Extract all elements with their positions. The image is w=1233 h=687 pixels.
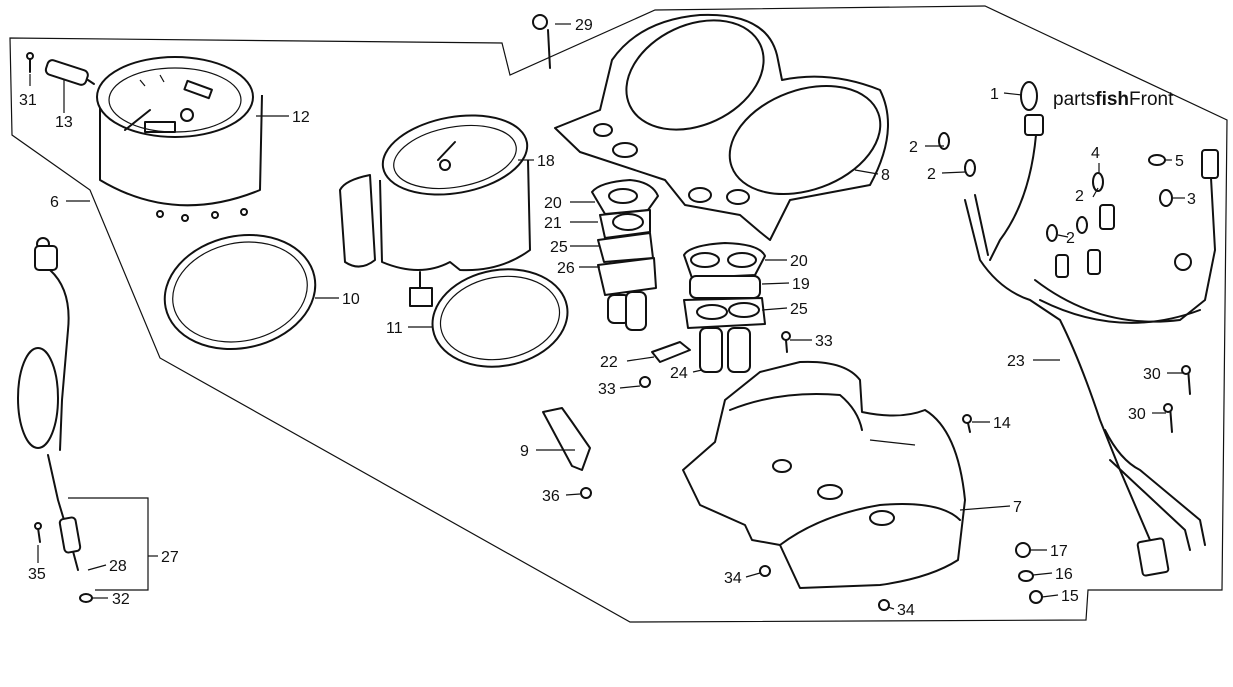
callout-15: 15	[1061, 588, 1079, 605]
screw-31	[26, 52, 34, 73]
callout-8: 8	[881, 167, 890, 184]
callout-29: 29	[575, 17, 593, 34]
callout-20b: 20	[790, 253, 808, 270]
indicator-stack-left	[591, 179, 659, 331]
meter-cable	[17, 237, 93, 603]
tachometer	[96, 56, 263, 222]
callout-33a: 33	[815, 333, 833, 350]
callout-1: 1	[990, 86, 999, 103]
meter-case	[682, 360, 966, 589]
callout-34a: 34	[724, 570, 742, 587]
indicator-stack-right	[683, 242, 766, 373]
callout-2b: 2	[927, 166, 936, 183]
callout-16: 16	[1055, 566, 1073, 583]
callout-2c: 2	[1075, 188, 1084, 205]
bracket-9	[542, 407, 591, 471]
callout-14: 14	[993, 415, 1011, 432]
callout-13: 13	[55, 114, 73, 131]
callout-19: 19	[792, 276, 810, 293]
callout-21: 21	[544, 215, 562, 232]
leaders	[29, 23, 1185, 610]
callout-33b: 33	[598, 381, 616, 398]
callout-24: 24	[670, 365, 688, 382]
callout-22: 22	[600, 354, 618, 371]
callout-30a: 30	[1143, 366, 1161, 383]
callout-34b: 34	[897, 602, 915, 619]
callout-17: 17	[1050, 543, 1068, 560]
callout-23: 23	[1007, 353, 1025, 370]
callout-18: 18	[537, 153, 555, 170]
callout-2a: 2	[909, 139, 918, 156]
wire-harness	[964, 81, 1219, 577]
brand-part-3: Front	[1129, 89, 1174, 110]
callout-12: 12	[292, 109, 310, 126]
panel-outline	[9, 5, 1228, 623]
callout-10: 10	[342, 291, 360, 308]
cable-end	[44, 59, 95, 86]
speedometer	[339, 114, 531, 307]
callout-11: 11	[386, 320, 403, 337]
ring-11	[431, 268, 569, 368]
callout-30b: 30	[1128, 406, 1146, 423]
callout-4: 4	[1091, 145, 1100, 162]
callout-7: 7	[1013, 499, 1022, 516]
callout-35: 35	[28, 566, 46, 583]
callout-32: 32	[112, 591, 130, 608]
callout-6: 6	[50, 194, 59, 211]
callout-5: 5	[1175, 153, 1184, 170]
callout-labels: 1 2 2 2 2 3 4 5 6 7 8 9 10 11 12 13 14 1…	[19, 17, 1196, 619]
callout-36: 36	[542, 488, 560, 505]
bracket-22	[651, 341, 691, 363]
callout-28: 28	[109, 558, 127, 575]
callout-26: 26	[557, 260, 575, 277]
brand-part-2: fish	[1095, 89, 1130, 110]
bulbs	[938, 132, 1173, 242]
meter-bezel	[554, 13, 889, 241]
callout-20a: 20	[544, 195, 562, 212]
brand-part-1: parts	[1053, 89, 1096, 110]
callout-27: 27	[161, 549, 179, 566]
callout-9: 9	[520, 443, 529, 460]
callout-31: 31	[19, 92, 37, 109]
callout-2d: 2	[1066, 230, 1075, 247]
ring-10	[163, 233, 317, 351]
callout-25b: 25	[790, 301, 808, 318]
callout-3: 3	[1187, 191, 1196, 208]
callout-25a: 25	[550, 239, 568, 256]
brand-watermark: partsfishFront	[1053, 89, 1173, 111]
